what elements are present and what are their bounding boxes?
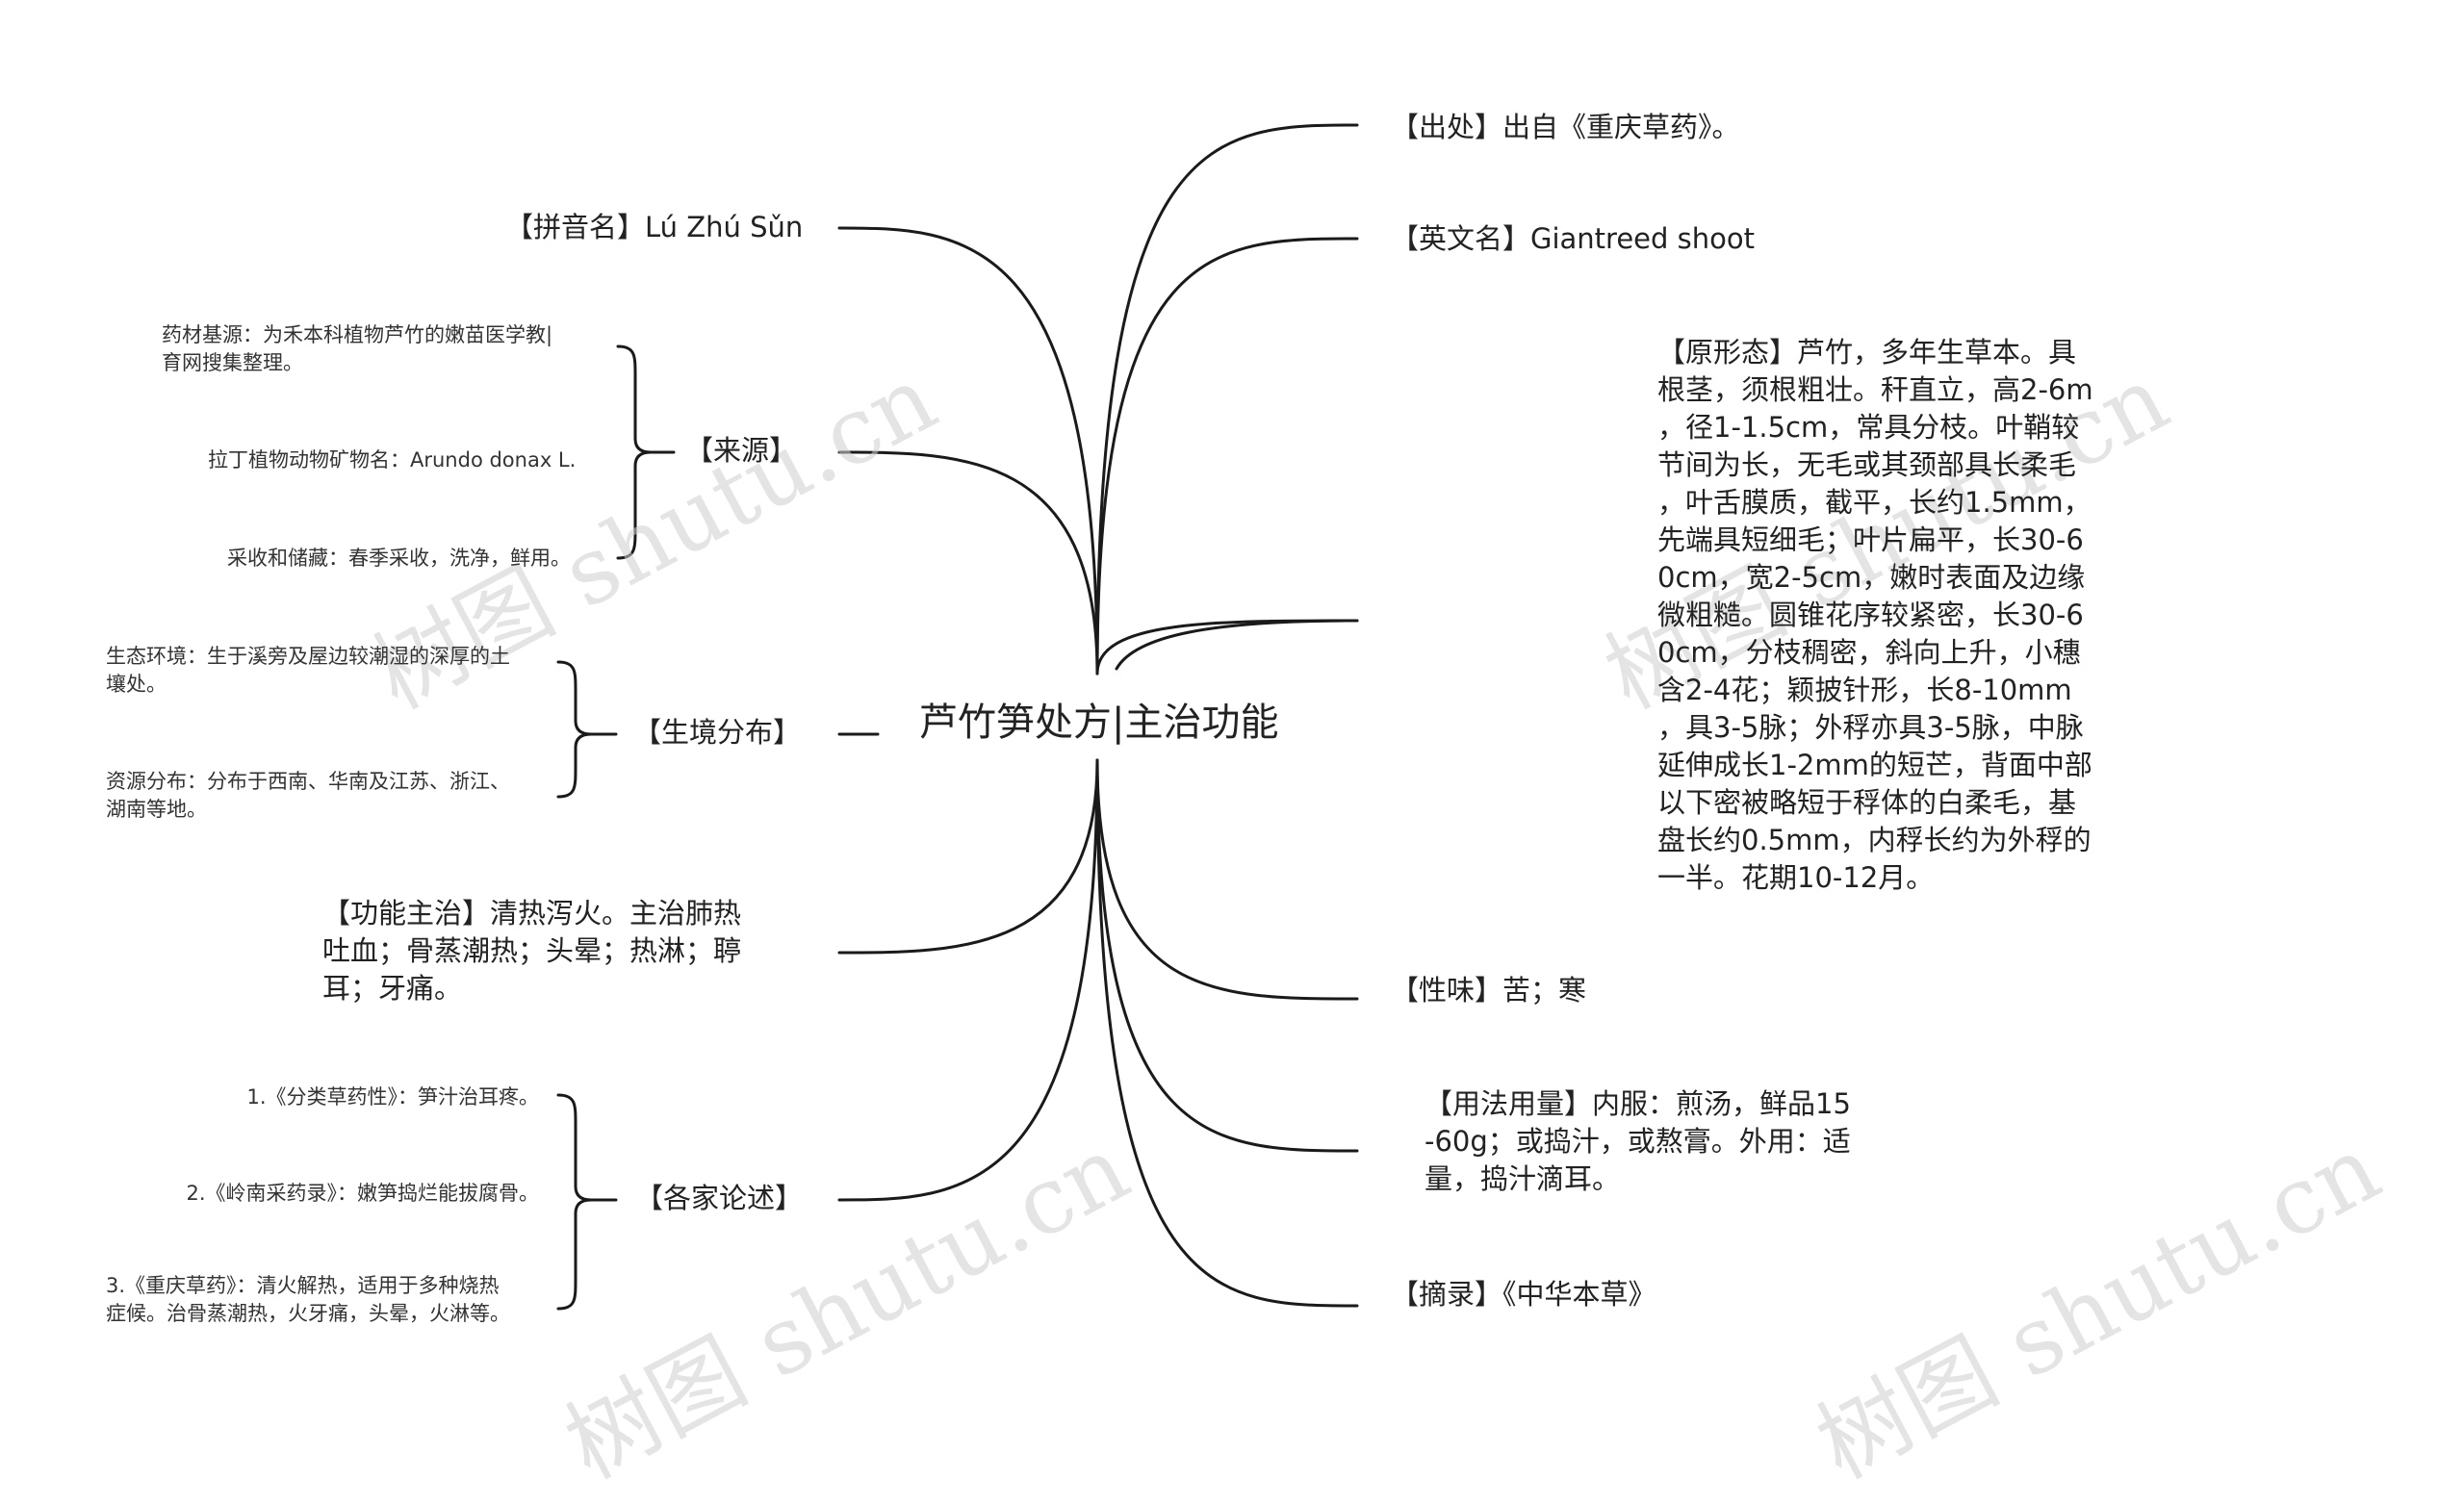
link-morphology (1095, 619, 1359, 676)
source-item-latin[interactable]: 拉丁植物动物矿物名：Arundo donax L. (208, 448, 577, 472)
node-english-name[interactable]: 【英文名】Giantreed shoot (1391, 222, 1755, 255)
bracket-discussion (556, 1093, 592, 1311)
habitat-item-environment[interactable]: 生态环境：生于溪旁及屋边较潮湿的深厚的土 壤处。 (106, 645, 510, 696)
node-usage[interactable]: 【用法用量】内服：煎汤，鲜品15 -60g；或捣汁，或熬膏。外用：适 量，捣汁滴… (1424, 1087, 1851, 1195)
discussion-item-3[interactable]: 3.《重庆草药》：清火解热，适用于多种烧热 症候。治骨蒸潮热，火牙痛，头晕，火淋… (106, 1274, 510, 1325)
node-source[interactable]: 【来源】 (685, 434, 798, 467)
link-function (837, 758, 1099, 955)
bracket-source (616, 344, 652, 560)
link-origin (1095, 123, 1359, 676)
link-excerpt (1095, 758, 1359, 1308)
link-usage (1095, 758, 1359, 1153)
mind-map: 树图 shutu.cn 树图 shutu.cn 树图 shutu.cn 树图 s… (106, 111, 2397, 1499)
node-pinyin[interactable]: 【拼音名】Lú Zhú Sǔn (505, 211, 804, 243)
node-discussion[interactable]: 【各家论述】 (635, 1182, 804, 1214)
link-discussion (837, 758, 1099, 1202)
link-pinyin (837, 226, 1099, 676)
habitat-item-distribution[interactable]: 资源分布：分布于西南、华南及江苏、浙江、 湖南等地。 (106, 770, 510, 821)
node-origin[interactable]: 【出处】出自《重庆草药》。 (1391, 111, 1740, 143)
bracket-habitat (556, 660, 592, 799)
source-item-basis[interactable]: 药材基源：为禾本科植物芦竹的嫩苗医学教| 育网搜集整理。 (162, 323, 553, 374)
link-morphology-hook (1115, 619, 1359, 671)
branch-links (556, 123, 1359, 1311)
link-source (837, 450, 1099, 676)
node-excerpt[interactable]: 【摘录】《中华本草》 (1391, 1278, 1656, 1311)
discussion-item-2[interactable]: 2.《岭南采药录》：嫩笋捣烂能拔腐骨。 (186, 1182, 539, 1205)
discussion-item-1[interactable]: 1.《分类草药性》：笋汁治耳疼。 (246, 1085, 539, 1109)
node-morphology[interactable]: 【原形态】芦竹，多年生草本。具 根茎，须根粗壮。秆直立，高2-6m ，径1-1.… (1657, 336, 2093, 894)
node-taste[interactable]: 【性味】苦；寒 (1391, 974, 1587, 1007)
node-habitat[interactable]: 【生境分布】 (633, 716, 802, 749)
link-english-name (1095, 237, 1359, 676)
central-topic[interactable]: 芦竹笋处方|主治功能 (919, 701, 1279, 745)
link-taste (1095, 758, 1359, 1001)
node-function[interactable]: 【功能主治】清热泻火。主治肺热 吐血；骨蒸潮热；头晕；热淋；聤 耳；牙痛。 (322, 897, 742, 1005)
source-item-harvest[interactable]: 采收和储藏：春季采收，洗净，鲜用。 (227, 547, 571, 570)
